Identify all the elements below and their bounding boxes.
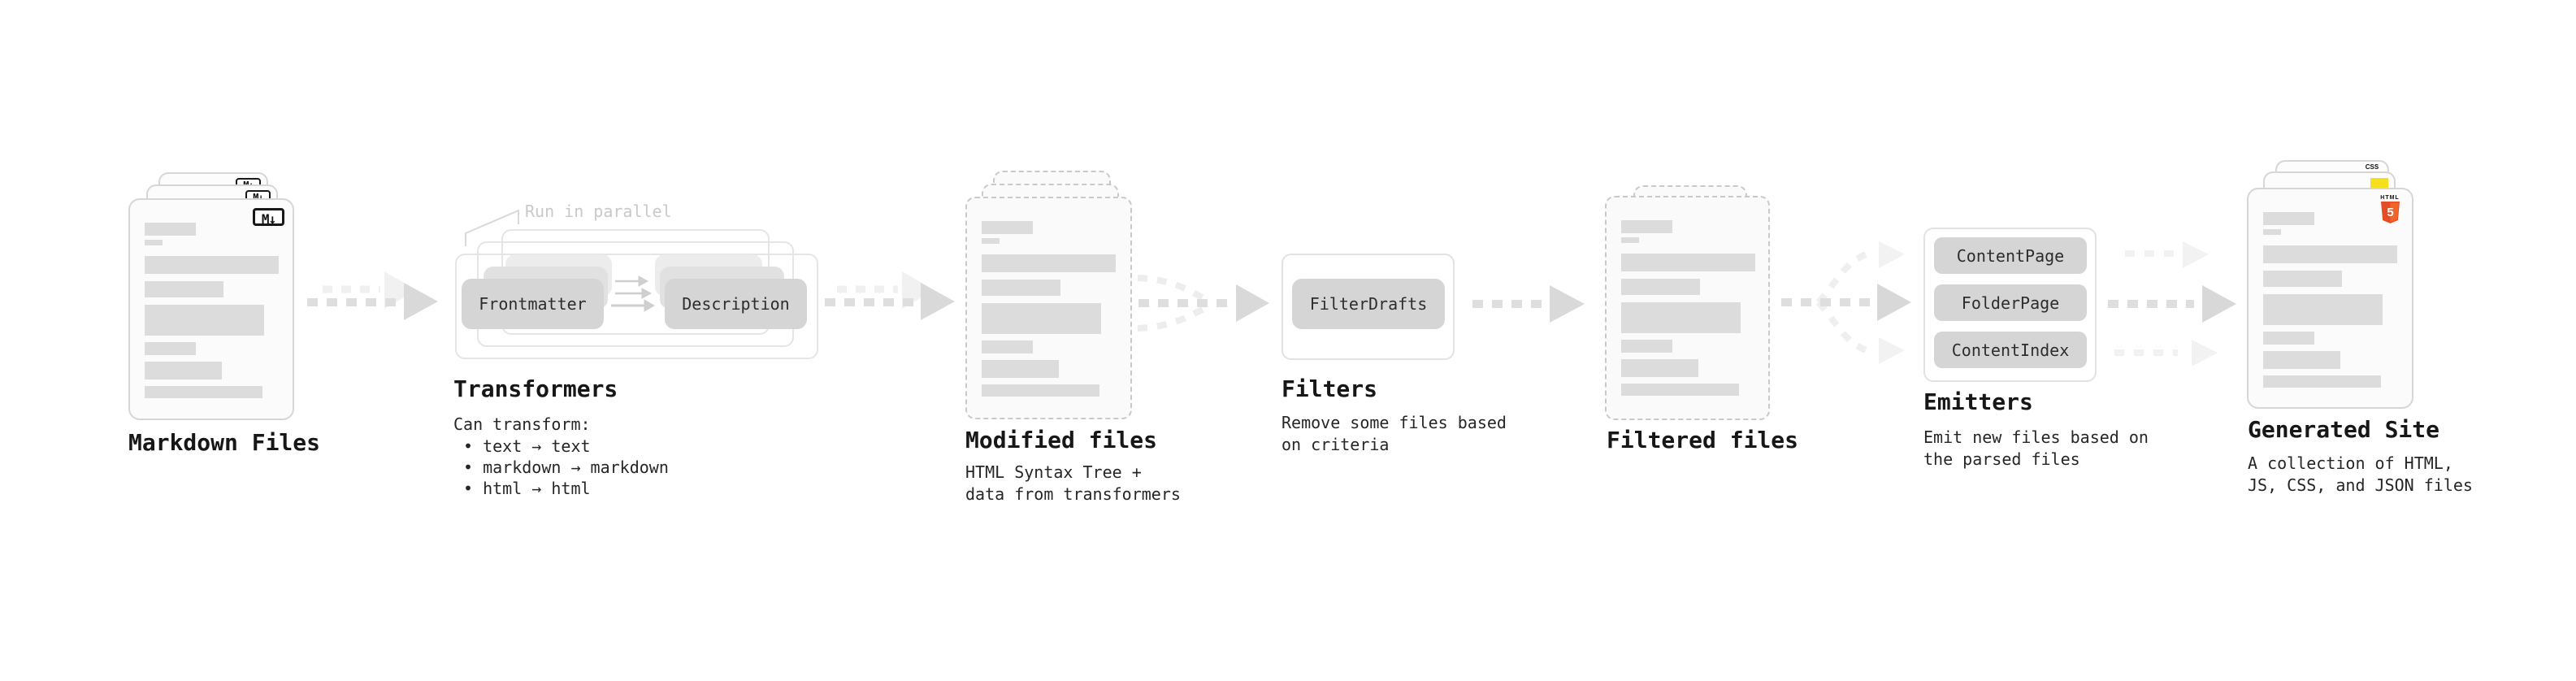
transformers-description: Can transform: • text → text • markdown …: [453, 414, 669, 499]
run-in-parallel-annotation: Run in parallel: [525, 202, 672, 221]
skeleton-bar: [982, 280, 1060, 296]
skeleton-bar: [2263, 332, 2314, 345]
skeleton-bar: [145, 256, 279, 274]
description-line: Emit new files based on: [1923, 427, 2149, 447]
document-skeleton: [145, 223, 281, 398]
arrow-filtered-to-emitters: [1781, 241, 1911, 364]
skeleton-bar: [982, 384, 1099, 397]
svg-text:5: 5: [2387, 206, 2393, 219]
markdown-files-label: Markdown Files: [128, 429, 321, 456]
skeleton-bar: [1621, 302, 1741, 333]
transformers-label: Transformers: [453, 375, 618, 402]
skeleton-bar: [2263, 294, 2383, 325]
skeleton-bar: [1621, 220, 1672, 233]
skeleton-bar: [145, 342, 196, 355]
emitters-label: Emitters: [1923, 388, 2033, 415]
document-skeleton: [1621, 220, 1757, 396]
skeleton-bar: [2263, 271, 2342, 287]
skeleton-bar: [145, 305, 264, 336]
markdown-doc-front: M↓: [128, 198, 294, 420]
skeleton-bar: [1621, 340, 1672, 353]
bullet-line: • text → text: [463, 436, 591, 456]
skeleton-bar: [2263, 245, 2397, 263]
description-line: Can transform:: [453, 414, 591, 434]
skeleton-bar: [145, 386, 262, 398]
transformer-group-box-front: [455, 254, 818, 359]
document-skeleton: [2263, 212, 2400, 388]
skeleton-bar: [1621, 384, 1739, 396]
skeleton-bar: [2263, 375, 2381, 388]
skeleton-bar: [1621, 237, 1639, 243]
emitter-pill-folderpage: FolderPage: [1934, 284, 2087, 321]
description-line: the parsed files: [1923, 449, 2080, 469]
markdown-icon: M↓: [253, 208, 284, 227]
skeleton-bar: [145, 281, 223, 297]
skeleton-bar: [982, 221, 1033, 234]
description-line: Remove some files based: [1281, 413, 1507, 432]
arrow-modified-to-filters: [1137, 275, 1269, 332]
skeleton-bar: [982, 238, 1000, 244]
modified-files-label: Modified files: [965, 427, 1158, 453]
document-skeleton: [982, 221, 1119, 397]
skeleton-bar: [2263, 351, 2340, 369]
frontmatter-pill: Frontmatter: [462, 279, 604, 329]
description-pill: Description: [665, 279, 807, 329]
description-line: HTML Syntax Tree +: [965, 462, 1142, 482]
modified-doc-front: [965, 197, 1132, 419]
arrow-markdown-to-transformers: [307, 271, 438, 320]
skeleton-bar: [2263, 229, 2281, 235]
arrow-filters-to-filtered: [1472, 285, 1585, 323]
filtered-doc-front: [1605, 196, 1770, 420]
bullet-line: • html → html: [463, 479, 591, 498]
filters-description: Remove some files based on criteria: [1281, 412, 1507, 456]
generated-site-label: Generated Site: [2248, 416, 2440, 443]
arrow-emitters-to-generated: [2108, 241, 2236, 367]
skeleton-bar: [1621, 359, 1698, 377]
emitters-description: Emit new files based on the parsed files: [1923, 427, 2149, 471]
skeleton-bar: [2263, 212, 2314, 225]
emitter-pill-contentpage: ContentPage: [1934, 237, 2087, 274]
skeleton-bar: [982, 303, 1101, 334]
html5-shield: 5: [2380, 202, 2400, 223]
description-line: on criteria: [1281, 435, 1390, 454]
filterdrafts-pill: FilterDrafts: [1292, 279, 1445, 329]
filters-label: Filters: [1281, 375, 1378, 402]
filtered-files-label: Filtered files: [1607, 427, 1799, 453]
skeleton-bar: [982, 254, 1116, 272]
skeleton-bar: [982, 340, 1033, 354]
description-line: JS, CSS, and JSON files: [2248, 475, 2473, 495]
description-line: A collection of HTML,: [2248, 453, 2453, 473]
modified-files-description: HTML Syntax Tree + data from transformer…: [965, 462, 1181, 505]
skeleton-bar: [145, 223, 196, 236]
bullet-line: • markdown → markdown: [463, 458, 669, 477]
generated-doc-front: HTML 5: [2247, 188, 2413, 409]
js-icon: [2370, 178, 2388, 189]
skeleton-bar: [982, 360, 1059, 378]
skeleton-bar: [1621, 279, 1700, 295]
arrow-transformers-to-modified: [825, 271, 955, 320]
emitter-pill-contentindex: ContentIndex: [1934, 332, 2087, 368]
generated-site-description: A collection of HTML, JS, CSS, and JSON …: [2248, 453, 2473, 497]
html5-icon: HTML 5: [2379, 194, 2400, 228]
description-line: data from transformers: [965, 484, 1181, 504]
skeleton-bar: [145, 240, 163, 245]
skeleton-bar: [1621, 254, 1755, 271]
skeleton-bar: [145, 362, 222, 380]
